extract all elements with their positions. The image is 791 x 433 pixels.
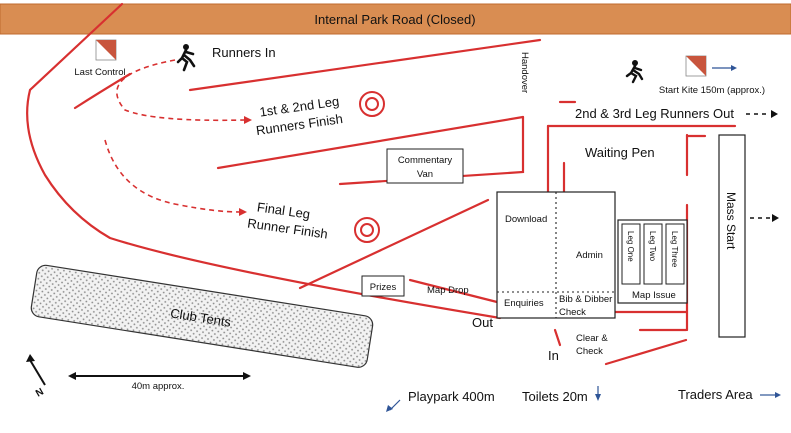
taped-route-lines	[26, 2, 737, 366]
scale-right-arrow-icon	[243, 372, 251, 380]
runners-out-label: 2nd & 3rd Leg Runners Out	[575, 106, 734, 121]
mass-start-area	[718, 134, 746, 338]
waiting-pen-label: Waiting Pen	[585, 145, 655, 160]
in-lane-lower-tape	[604, 338, 688, 366]
final-leg-label-2: Runner Finish	[247, 215, 329, 241]
leg-two-label: Leg Two	[648, 231, 657, 262]
handover-label: Handover	[519, 52, 530, 93]
playpark-label: Playpark 400m	[408, 389, 495, 404]
enquiries-label: Enquiries	[504, 298, 544, 309]
scale-left-arrow-icon	[68, 372, 76, 380]
bib-dibber-label-1: Bib & Dibber	[559, 294, 612, 305]
toilets-arrowhead-icon	[595, 394, 601, 401]
internal-park-road	[0, 3, 791, 35]
last-control-label: Last Control	[74, 67, 125, 78]
commentary-label-2: Van	[417, 169, 433, 180]
traders-arrowhead-icon	[775, 392, 781, 398]
out-label: Out	[472, 315, 493, 330]
finish-route-dashed	[116, 59, 246, 122]
bib-dibber-label-2: Check	[559, 307, 586, 318]
start-kite-label: Start Kite 150m (approx.)	[659, 85, 765, 96]
map-drop-label: Map Drop	[427, 285, 469, 296]
clear-check-label-2: Check	[576, 346, 603, 357]
north-arrowhead-icon	[26, 354, 35, 362]
final-route-dashed	[104, 139, 241, 213]
start-kite-arrowhead-icon	[731, 65, 737, 71]
runner-icon	[176, 44, 196, 72]
prizes-tent	[361, 275, 405, 297]
north-label: N	[34, 386, 46, 399]
commentary-label-1: Commentary	[398, 155, 453, 166]
mass-start-label: Mass Start	[724, 192, 738, 250]
orienteering-flag-icon	[95, 39, 117, 61]
in-lane-tape	[553, 328, 562, 347]
outer-boundary-tape	[26, 2, 502, 320]
download-label: Download	[505, 214, 547, 225]
commentary-van	[386, 148, 464, 184]
leg-one-label: Leg One	[626, 231, 635, 262]
leg-three-label: Leg Three	[670, 231, 679, 268]
admin-label: Admin	[576, 250, 603, 261]
road-label: Internal Park Road (Closed)	[314, 12, 475, 27]
north-arrow-icon	[29, 359, 46, 386]
runners-in-label: Runners In	[212, 45, 276, 60]
orienteering-flag-icon	[685, 55, 707, 77]
clear-check-label-1: Clear &	[576, 333, 608, 344]
traders-label: Traders Area	[678, 387, 753, 402]
finish-lane-upper-tape	[216, 115, 525, 170]
runners-out-arrowhead-icon	[771, 110, 778, 118]
playpark-arrowhead-icon	[386, 405, 393, 412]
club-tents-area	[30, 264, 374, 368]
final-finish-tape	[298, 198, 490, 290]
finish-target-icon	[354, 217, 380, 243]
last-control-tape	[73, 72, 132, 110]
mass-start-arrowhead-icon	[772, 214, 779, 222]
leg-three-box	[665, 223, 685, 285]
final-leg-label-1: Final Leg	[256, 199, 311, 221]
leg-one-box	[621, 223, 641, 285]
in-label: In	[548, 348, 559, 363]
final-arrow-icon	[239, 208, 247, 216]
runners-in-tape	[188, 38, 542, 92]
toilets-label: Toilets 20m	[522, 389, 588, 404]
runner-icon	[625, 60, 644, 84]
map-issue-label: Map Issue	[632, 290, 676, 301]
scale-label: 40m approx.	[132, 381, 185, 392]
map-drop-tape	[408, 278, 499, 304]
finish-target-icon	[359, 91, 385, 117]
prizes-label: Prizes	[370, 282, 397, 293]
finish-arrow-icon	[244, 116, 252, 124]
leg-two-box	[643, 223, 663, 285]
